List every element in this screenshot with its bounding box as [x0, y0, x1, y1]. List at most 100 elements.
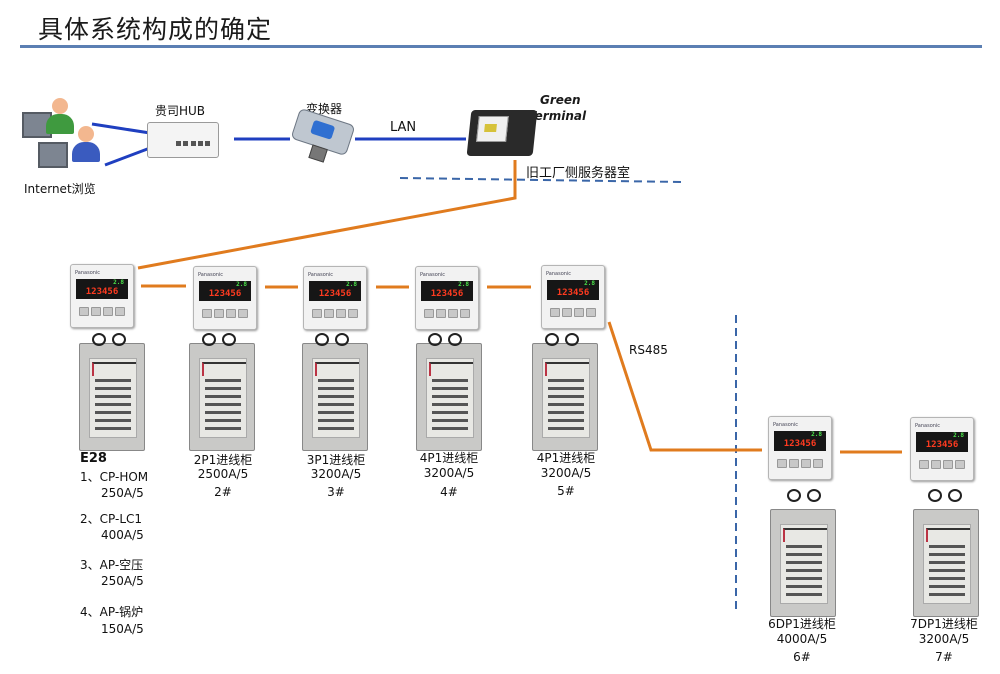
current-transformer-icon	[545, 333, 579, 347]
cabinet-rating: 2500A/5	[197, 467, 249, 481]
meter-keys	[550, 308, 596, 317]
meter-reading: 123456	[925, 440, 959, 450]
rs485-m5-m6	[607, 321, 762, 452]
switch-cabinet-icon	[302, 343, 368, 451]
meter-sub-reading: 2.8	[236, 281, 247, 288]
cabinet-name: 3P1进线柜	[306, 453, 366, 467]
cabinet-name: 4P1进线柜	[536, 451, 596, 465]
e28-load: 4、AP-锅炉	[80, 605, 144, 619]
switch-cabinet-icon	[79, 343, 145, 451]
switch-cabinet-icon	[913, 509, 979, 617]
hub-label: 贵司HUB	[155, 104, 206, 118]
e28-load-rating: 250A/5	[101, 574, 144, 588]
server-room-divider	[399, 177, 683, 183]
green-terminal-line2: Terminal	[528, 109, 587, 123]
lan-line-person2	[104, 146, 151, 167]
current-transformer-icon	[928, 489, 962, 503]
rs485-label: RS485	[629, 343, 668, 357]
hub-icon	[147, 122, 219, 158]
current-transformer-icon	[428, 333, 462, 347]
user-icon	[52, 98, 68, 114]
cabinet-number: 5#	[557, 484, 575, 498]
meter-brand: Panasonic	[546, 271, 572, 277]
meter-sub-reading: 2.8	[811, 431, 822, 438]
current-transformer-icon	[92, 333, 126, 347]
meter-reading: 123456	[430, 289, 464, 299]
cabinet-rating: 3200A/5	[310, 467, 362, 481]
e28-load-rating: 150A/5	[101, 622, 144, 636]
cabinet-number: 2#	[214, 485, 232, 499]
e28-load-rating: 250A/5	[101, 486, 144, 500]
meter-sub-reading: 2.8	[458, 281, 469, 288]
green-terminal-label: Green Terminal	[528, 92, 586, 124]
meter-brand: Panasonic	[308, 272, 334, 278]
e28-load-rating: 400A/5	[101, 528, 144, 542]
meter-reading: 123456	[318, 289, 352, 299]
green-terminal-line1: Green	[540, 93, 581, 107]
cabinet-rating: 3200A/5	[540, 466, 592, 480]
cabinet-number: 3#	[327, 485, 345, 499]
meter-brand: Panasonic	[773, 422, 799, 428]
green-terminal-icon	[466, 110, 538, 156]
cabinet-name: 6DP1进线柜	[768, 617, 836, 631]
current-transformer-icon	[315, 333, 349, 347]
meter-keys	[777, 459, 823, 468]
meter-keys	[312, 309, 358, 318]
meter-brand: Panasonic	[915, 423, 941, 429]
cabinet-name: 2P1进线柜	[193, 453, 253, 467]
current-transformer-icon	[202, 333, 236, 347]
meter-keys	[919, 460, 965, 469]
meter-reading: 123456	[783, 439, 817, 449]
meter-sub-reading: 2.8	[113, 279, 124, 286]
switch-cabinet-icon	[189, 343, 255, 451]
cabinet-rating: 3200A/5	[918, 632, 970, 646]
meter-sub-reading: 2.8	[584, 280, 595, 287]
meter-reading: 123456	[556, 288, 590, 298]
meter-keys	[424, 309, 470, 318]
internet-users	[20, 96, 110, 180]
cabinet-rating: 4000A/5	[776, 632, 828, 646]
switch-cabinet-icon	[416, 343, 482, 451]
cabinet-number: 7#	[935, 650, 953, 664]
e28-load: 3、AP-空压	[80, 558, 144, 572]
title-rule	[20, 45, 982, 48]
meter-brand: Panasonic	[420, 272, 446, 278]
rs485-uplink	[137, 160, 517, 270]
meter-sub-reading: 2.8	[953, 432, 964, 439]
user-icon	[78, 126, 94, 142]
lan-label: LAN	[390, 120, 417, 135]
internet-label: Internet浏览	[24, 182, 96, 196]
lan-line-person1	[91, 122, 151, 135]
cabinet-number: 4#	[440, 485, 458, 499]
cabinet-name: 7DP1进线柜	[910, 617, 978, 631]
meter-brand: Panasonic	[75, 270, 101, 276]
monitor-icon	[38, 142, 68, 168]
e28-load: 2、CP-LC1	[80, 512, 143, 526]
switch-cabinet-icon	[770, 509, 836, 617]
meter-brand: Panasonic	[198, 272, 224, 278]
cabinet-name: E28	[80, 451, 107, 466]
meter-keys	[79, 307, 125, 316]
e28-load: 1、CP-HOM	[80, 470, 149, 484]
cabinet-name: 4P1进线柜	[419, 451, 479, 465]
cabinet-number: 6#	[793, 650, 811, 664]
meter-keys	[202, 309, 248, 318]
cabinet-rating: 3200A/5	[423, 466, 475, 480]
meter-sub-reading: 2.8	[346, 281, 357, 288]
current-transformer-icon	[787, 489, 821, 503]
page-title: 具体系统构成的确定	[38, 15, 273, 44]
meter-reading: 123456	[208, 289, 242, 299]
